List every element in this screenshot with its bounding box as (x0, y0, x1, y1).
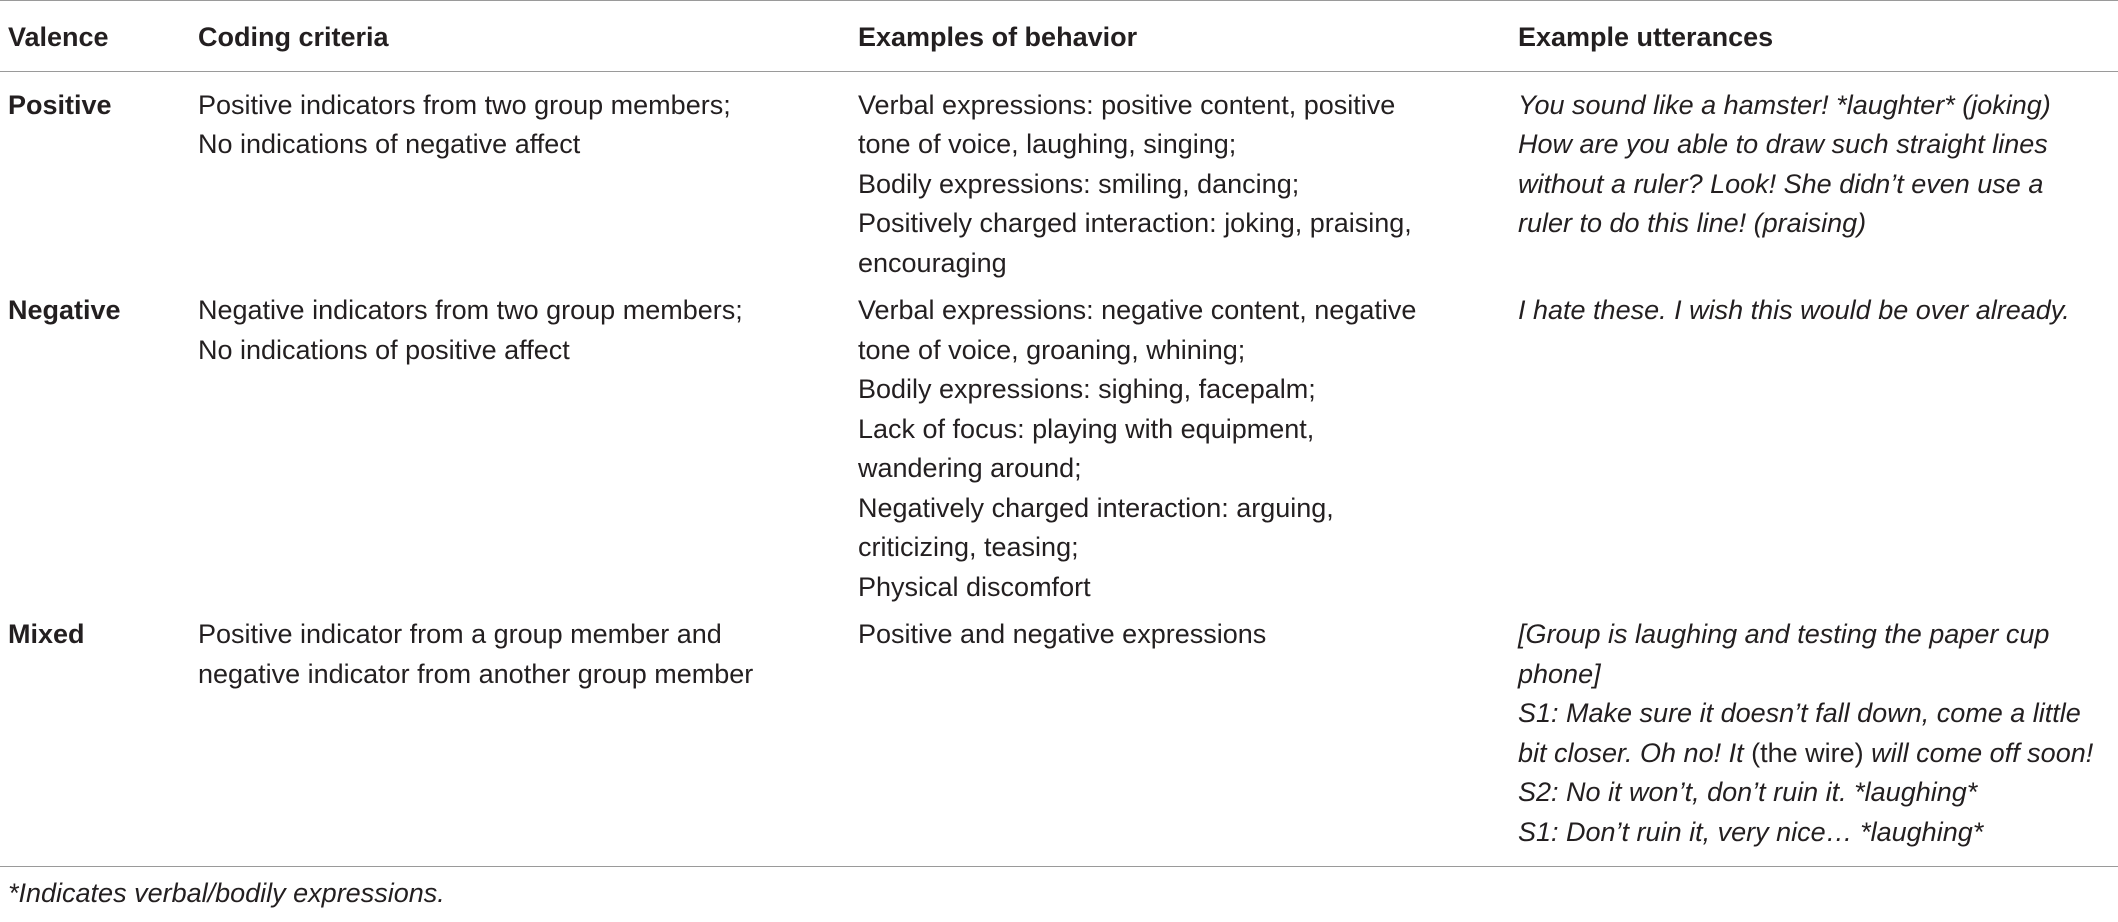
header-coding-criteria: Coding criteria (190, 0, 850, 72)
utterance-line: S1: Make sure it doesn’t fall down, come… (1518, 698, 2081, 729)
utterance-line: How are you able to draw such straight l… (1518, 129, 2048, 160)
header-valence: Valence (0, 0, 190, 72)
table-row-negative: Negative Negative indicators from two gr… (0, 283, 2118, 607)
table-row-positive: Positive Positive indicators from two gr… (0, 71, 2118, 283)
utterance-line: phone] (1518, 658, 1601, 689)
behavior-cell: Positive and negative expressions (850, 607, 1510, 868)
valence-cell: Mixed (0, 607, 190, 868)
behavior-cell: Verbal expressions: negative content, ne… (850, 283, 1510, 607)
behavior-line: Bodily expressions: smiling, dancing; (858, 168, 1300, 199)
header-example-utterances: Example utterances (1510, 0, 2118, 72)
criteria-cell: Positive indicator from a group member a… (190, 607, 850, 868)
behavior-line: tone of voice, groaning, whining; (858, 334, 1246, 365)
behavior-line: Verbal expressions: positive content, po… (858, 89, 1396, 120)
behavior-line: encouraging (858, 247, 1007, 278)
criteria-line: Negative indicators from two group membe… (198, 295, 743, 326)
utterance-line: without a ruler? Look! She didn’t even u… (1518, 168, 2044, 199)
behavior-line: Negatively charged interaction: arguing, (858, 492, 1334, 523)
criteria-line: negative indicator from another group me… (198, 658, 754, 689)
criteria-cell: Positive indicators from two group membe… (190, 71, 850, 283)
utterance-cell: I hate these. I wish this would be over … (1510, 283, 2118, 607)
behavior-line: Physical discomfort (858, 571, 1091, 602)
utterance-line: You sound like a hamster! *laughter* (jo… (1518, 89, 2051, 120)
criteria-line: No indications of positive affect (198, 334, 570, 365)
valence-cell: Negative (8, 295, 121, 326)
utterance-line: ruler to do this line! (praising) (1518, 208, 1867, 239)
behavior-line: wandering around; (858, 453, 1082, 484)
behavior-line: Lack of focus: playing with equipment, (858, 413, 1315, 444)
utterance-line: [Group is laughing and testing the paper… (1518, 619, 2050, 650)
coding-table: Valence Coding criteria Examples of beha… (0, 0, 2118, 868)
behavior-cell: Verbal expressions: positive content, po… (850, 71, 1510, 283)
behavior-line: Positive and negative expressions (858, 619, 1267, 650)
valence-cell: Positive (8, 89, 112, 120)
behavior-line: Verbal expressions: negative content, ne… (858, 295, 1417, 326)
behavior-line: criticizing, teasing; (858, 532, 1079, 563)
behavior-line: Bodily expressions: sighing, facepalm; (858, 374, 1316, 405)
header-examples-behavior: Examples of behavior (850, 0, 1510, 72)
utterance-fragment: will come off soon! (1863, 737, 2094, 768)
behavior-line: tone of voice, laughing, singing; (858, 129, 1237, 160)
utterance-line: S2: No it won’t, don’t ruin it. *laughin… (1518, 777, 1978, 808)
criteria-line: Positive indicator from a group member a… (198, 619, 722, 650)
utterance-cell: [Group is laughing and testing the paper… (1510, 607, 2118, 868)
criteria-line: Positive indicators from two group membe… (198, 89, 731, 120)
utterance-line: I hate these. I wish this would be over … (1518, 295, 2070, 326)
utterance-clarification: (the wire) (1751, 737, 1864, 768)
table-row-mixed: Mixed Positive indicator from a group me… (0, 607, 2118, 868)
behavior-line: Positively charged interaction: joking, … (858, 208, 1412, 239)
utterance-line: bit closer. Oh no! It (the wire) will co… (1518, 734, 2118, 774)
utterance-cell: You sound like a hamster! *laughter* (jo… (1510, 71, 2118, 283)
utterance-fragment: bit closer. Oh no! It (1518, 737, 1752, 768)
utterance-line: S1: Don’t ruin it, very nice… *laughing* (1518, 816, 1984, 847)
table-footnote: *Indicates verbal/bodily expressions. (8, 878, 445, 908)
criteria-cell: Negative indicators from two group membe… (190, 283, 850, 607)
coding-table-container: Valence Coding criteria Examples of beha… (0, 0, 2118, 868)
header-row: Valence Coding criteria Examples of beha… (0, 0, 2118, 72)
criteria-line: No indications of negative affect (198, 129, 581, 160)
